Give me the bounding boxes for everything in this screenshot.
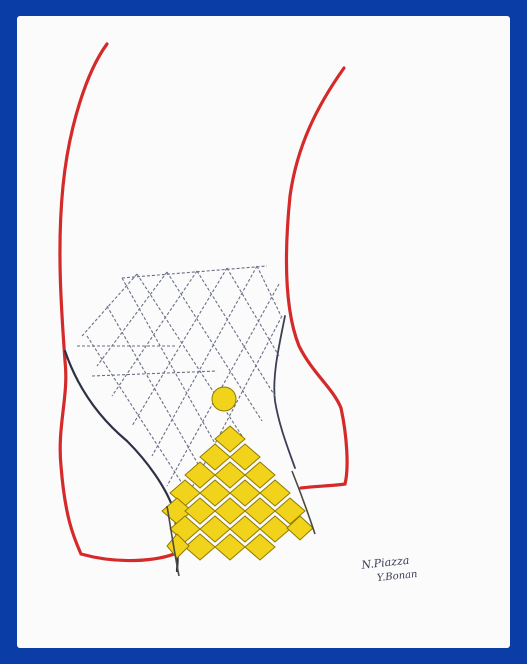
leaflets [162, 387, 313, 560]
leaflet-tip [212, 387, 236, 411]
stent-left-edge [65, 351, 178, 571]
drawing-canvas: N.Piazza Y.Bonan [17, 16, 510, 648]
anatomy-outline-right [286, 68, 347, 488]
stent-right-edge [274, 316, 295, 468]
